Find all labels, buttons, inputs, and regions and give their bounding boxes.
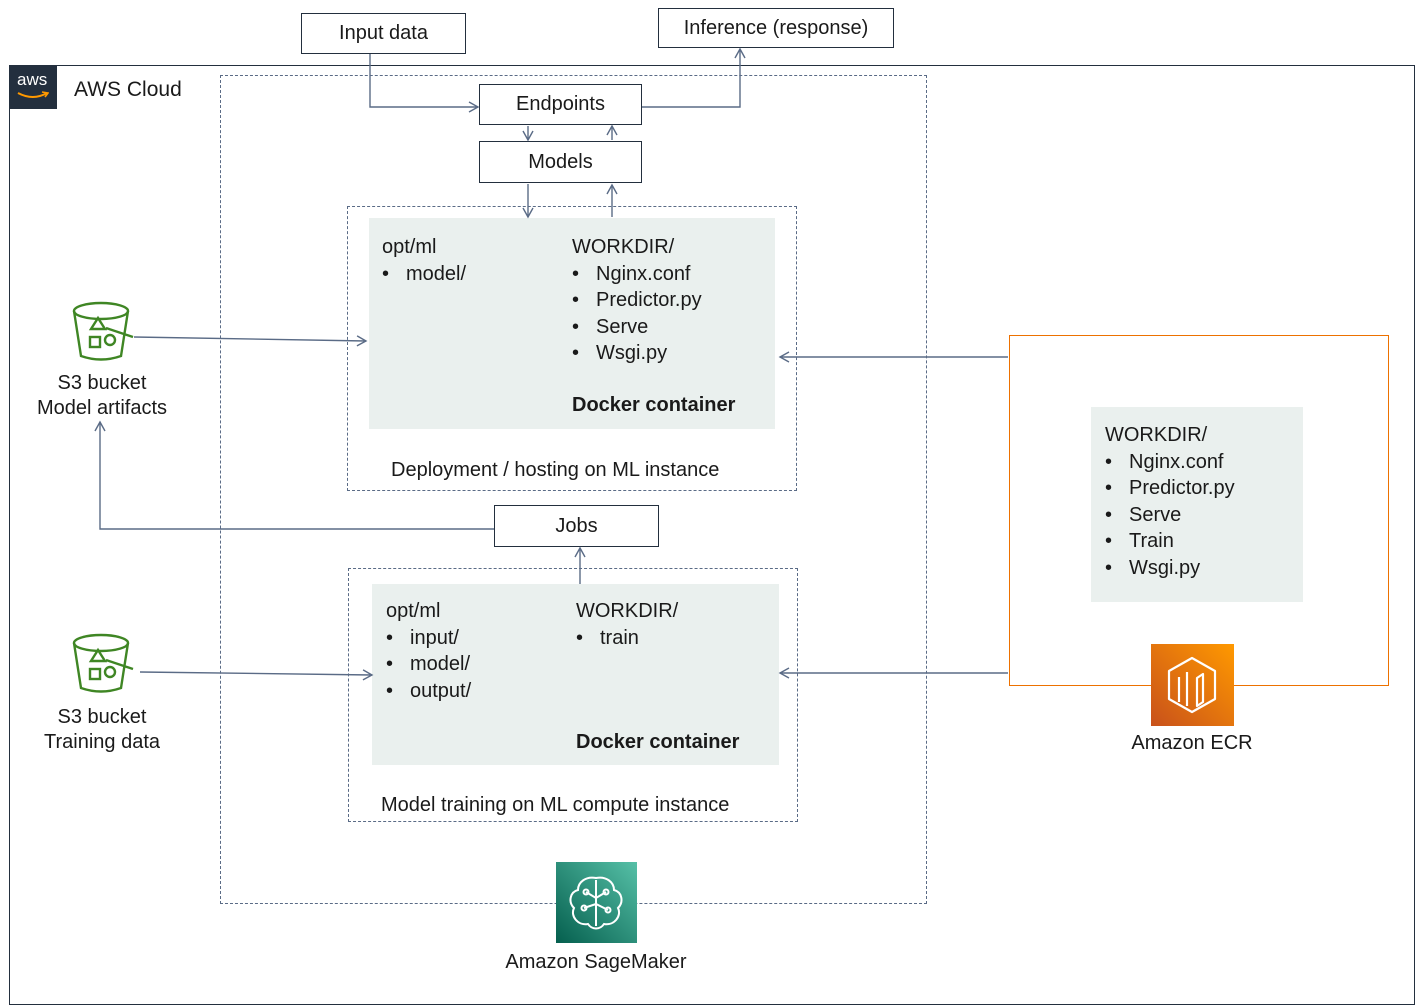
training-region	[348, 568, 798, 822]
inference-box: Inference (response)	[658, 8, 894, 48]
jobs-box: Jobs	[494, 505, 659, 547]
sagemaker-icon	[556, 862, 637, 943]
training-workdir-list: WORKDIR/ train	[576, 598, 678, 651]
deployment-container-label: Docker container	[572, 394, 736, 416]
arrow-input-to-endpoints	[369, 54, 480, 113]
s3-training-label-1: S3 bucket	[57, 706, 147, 728]
training-caption: Model training on ML compute instance	[381, 794, 730, 816]
arrow-endpoints-to-inference	[642, 47, 746, 108]
deployment-caption: Deployment / hosting on ML instance	[391, 459, 720, 481]
input-data-box: Input data	[301, 13, 466, 54]
training-container-label: Docker container	[576, 731, 740, 753]
ecr-icon	[1151, 644, 1234, 726]
aws-cloud-label: AWS Cloud	[74, 78, 182, 101]
s3-model-label-2: Model artifacts	[36, 397, 168, 419]
ecr-workdir-list: WORKDIR/ Nginx.conf Predictor.py Serve T…	[1105, 422, 1235, 581]
list-item: Nginx.conf	[572, 261, 702, 288]
list-item: Wsgi.py	[572, 340, 702, 367]
s3-bucket-icon	[70, 632, 134, 701]
models-box: Models	[479, 141, 642, 183]
list-item: model/	[386, 651, 471, 678]
list-item: Predictor.py	[1105, 475, 1235, 502]
s3-model-label-1: S3 bucket	[57, 372, 147, 394]
arrow-jobs-to-s3-model	[94, 420, 494, 530]
list-item: Wsgi.py	[1105, 555, 1235, 582]
s3-bucket-icon	[70, 300, 134, 369]
list-item: Serve	[572, 314, 702, 341]
deployment-region	[347, 206, 797, 491]
s3-training-label-2: Training data	[44, 731, 160, 753]
deployment-optml-list: opt/ml model/	[382, 234, 466, 287]
list-item: Predictor.py	[572, 287, 702, 314]
list-item: output/	[386, 678, 471, 705]
training-optml-list: opt/ml input/ model/ output/	[386, 598, 471, 704]
list-item: train	[576, 625, 678, 652]
sagemaker-label: Amazon SageMaker	[505, 951, 687, 973]
ecr-label: Amazon ECR	[1131, 732, 1253, 754]
arrow-s3-training-to-container	[139, 669, 374, 681]
endpoints-box: Endpoints	[479, 84, 642, 125]
aws-logo-icon: aws	[9, 65, 57, 109]
list-item: input/	[386, 625, 471, 652]
list-item: Train	[1105, 528, 1235, 555]
arrow-s3-model-to-container	[133, 335, 368, 347]
list-item: model/	[382, 261, 466, 288]
list-item: Serve	[1105, 502, 1235, 529]
deployment-workdir-list: WORKDIR/ Nginx.conf Predictor.py Serve W…	[572, 234, 702, 367]
list-item: Nginx.conf	[1105, 449, 1235, 476]
